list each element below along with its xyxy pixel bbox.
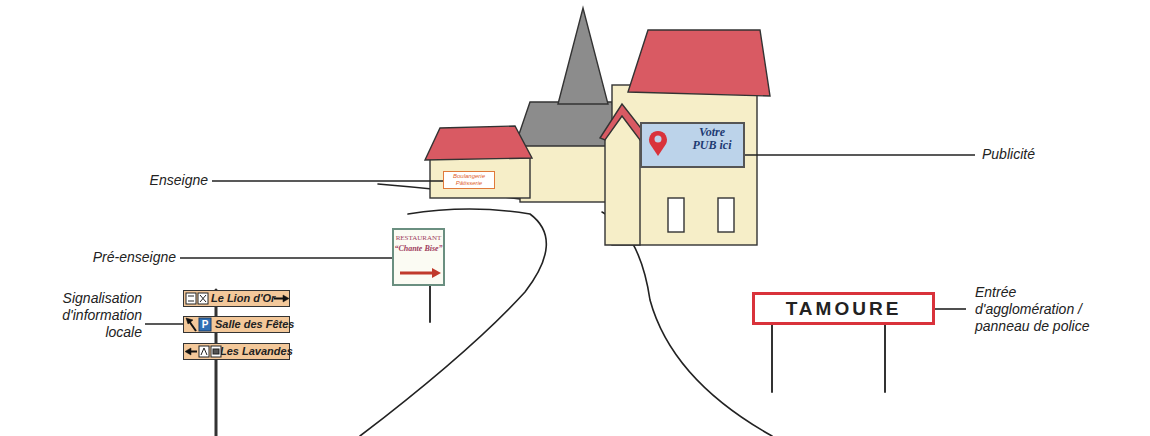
callout-label: Enseigne bbox=[100, 172, 208, 189]
plate-text: Le Lion d'Or bbox=[211, 291, 289, 305]
parking-symbol-letter: P bbox=[199, 318, 211, 331]
shop-sign: Boulangerie Pâtisserie bbox=[443, 171, 495, 189]
plate-text: Salle des Fêtes bbox=[215, 317, 289, 331]
leader-lines bbox=[145, 155, 975, 324]
shop-sign-text: Boulangerie Pâtisserie bbox=[445, 173, 493, 187]
direction-plate: Salle des Fêtes bbox=[183, 316, 290, 333]
church bbox=[515, 8, 620, 202]
plate-text: Les Lavandes bbox=[220, 344, 289, 358]
billboard-text: Votre PUB ici bbox=[692, 126, 732, 152]
callout-label: Signalisation d'information locale bbox=[40, 290, 142, 341]
big-house bbox=[600, 30, 770, 245]
callout-label: Publicité bbox=[982, 146, 1102, 163]
pre-sign-text: “Chante Bise” bbox=[394, 243, 443, 254]
small-house bbox=[425, 126, 532, 198]
town-name: TAMOURE bbox=[755, 295, 932, 322]
pre-sign: RESTAURANT“Chante Bise” bbox=[392, 228, 445, 286]
pre-sign-text: RESTAURANT bbox=[394, 234, 443, 243]
direction-plate: Les Lavandes bbox=[183, 343, 290, 360]
billboard: Votre PUB ici bbox=[640, 122, 745, 168]
town-entry-sign: TAMOURE bbox=[752, 292, 935, 325]
callout-label: Entrée d'agglomération / panneau de poli… bbox=[975, 284, 1105, 335]
callout-label: Pré-enseigne bbox=[40, 249, 176, 266]
direction-plate: Le Lion d'Or bbox=[183, 290, 290, 307]
